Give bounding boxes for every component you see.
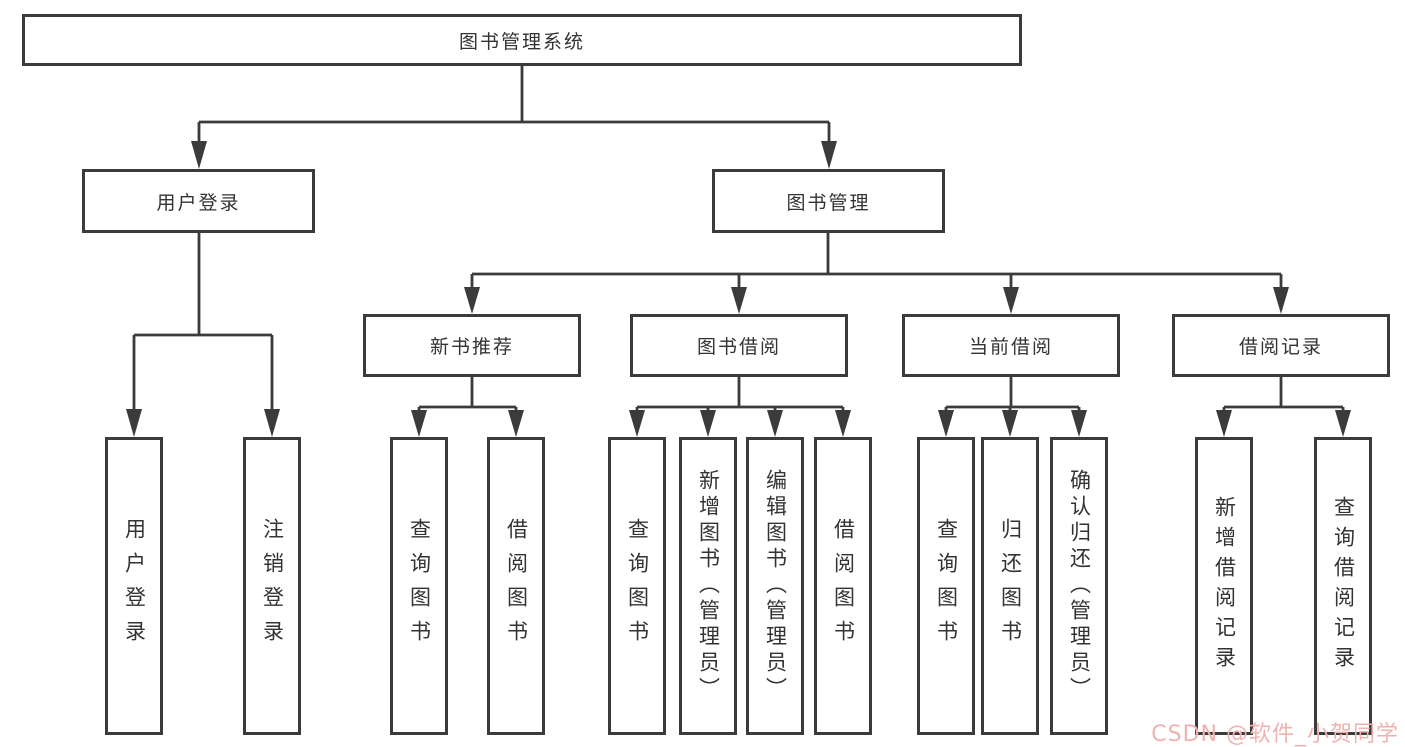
node-label: 注销登录 [260, 518, 285, 654]
node-label: 查询图书 [934, 518, 959, 654]
arrow-icon [1003, 287, 1019, 314]
node-new-book-recommend: 新书推荐 [363, 314, 581, 377]
leaf-add-borrow-record: 新增借阅记录 [1195, 437, 1253, 735]
node-label: 新增图书（管理员） [696, 469, 721, 703]
node-label: 图书管理系统 [458, 30, 585, 53]
connector-current-to-leaves [944, 377, 1081, 413]
node-label: 确认归还（管理员） [1067, 469, 1092, 703]
node-label: 借阅图书 [504, 518, 529, 654]
arrow-icon [1273, 287, 1289, 314]
node-label: 用户登录 [122, 518, 147, 654]
node-book-management: 图书管理 [712, 169, 945, 233]
arrow-icon [264, 409, 280, 437]
node-label: 借阅记录 [1238, 336, 1323, 358]
leaf-borrow-book: 借阅图书 [814, 437, 872, 735]
leaf-return-book: 归还图书 [981, 437, 1039, 735]
node-user-login: 用户登录 [82, 169, 315, 233]
leaf-confirm-return-admin: 确认归还（管理员） [1050, 437, 1108, 735]
arrow-icon [835, 410, 851, 437]
connector-bookmgmt-to-level3 [470, 233, 1283, 290]
arrow-icon [731, 287, 747, 314]
watermark-text: CSDN @软件_小贺同学 [1151, 722, 1399, 747]
node-label: 查询图书 [625, 518, 650, 654]
arrow-icon [1216, 410, 1232, 437]
arrow-icon [1002, 410, 1018, 437]
connector-userlogin-to-leaves [132, 233, 274, 411]
leaf-borrow-book-recommend: 借阅图书 [487, 437, 545, 735]
arrow-icon [821, 141, 837, 169]
connector-borrow-to-leaves [635, 377, 845, 413]
arrow-icon [1335, 410, 1351, 437]
arrow-icon [191, 141, 207, 169]
node-label: 用户登录 [156, 191, 241, 214]
leaf-query-borrow-record: 查询借阅记录 [1314, 437, 1372, 735]
leaf-query-book-current: 查询图书 [917, 437, 975, 735]
arrow-icon [464, 287, 480, 314]
node-book-borrow: 图书借阅 [630, 314, 848, 377]
leaf-user-login: 用户登录 [105, 437, 163, 735]
connector-newbook-to-leaves [417, 377, 518, 413]
node-borrow-record: 借阅记录 [1172, 314, 1390, 377]
arrow-icon [767, 410, 783, 437]
arrow-icon [700, 410, 716, 437]
leaf-query-book-recommend: 查询图书 [390, 437, 448, 735]
node-label: 查询图书 [407, 518, 432, 654]
arrow-icon [126, 409, 142, 437]
node-label: 借阅图书 [831, 518, 856, 654]
arrow-icon [629, 410, 645, 437]
leaf-query-book-borrow: 查询图书 [608, 437, 666, 735]
connector-record-to-leaves [1222, 377, 1345, 413]
arrow-icon [938, 410, 954, 437]
arrow-icon [508, 410, 524, 437]
node-label: 新增借阅记录 [1212, 496, 1237, 676]
connector-root-to-level2 [197, 66, 831, 145]
node-label: 图书管理 [786, 191, 871, 214]
node-label: 图书借阅 [696, 336, 781, 358]
node-label: 归还图书 [998, 518, 1023, 654]
leaf-add-book-admin: 新增图书（管理员） [679, 437, 737, 735]
node-root-system: 图书管理系统 [22, 14, 1022, 66]
node-label: 当前借阅 [968, 336, 1053, 358]
arrow-icon [1071, 410, 1087, 437]
leaf-logout: 注销登录 [243, 437, 301, 735]
leaf-edit-book-admin: 编辑图书（管理员） [746, 437, 804, 735]
node-current-borrow: 当前借阅 [902, 314, 1120, 377]
node-label: 查询借阅记录 [1331, 496, 1356, 676]
arrow-icon [411, 410, 427, 437]
node-label: 新书推荐 [429, 336, 514, 358]
node-label: 编辑图书（管理员） [763, 469, 788, 703]
